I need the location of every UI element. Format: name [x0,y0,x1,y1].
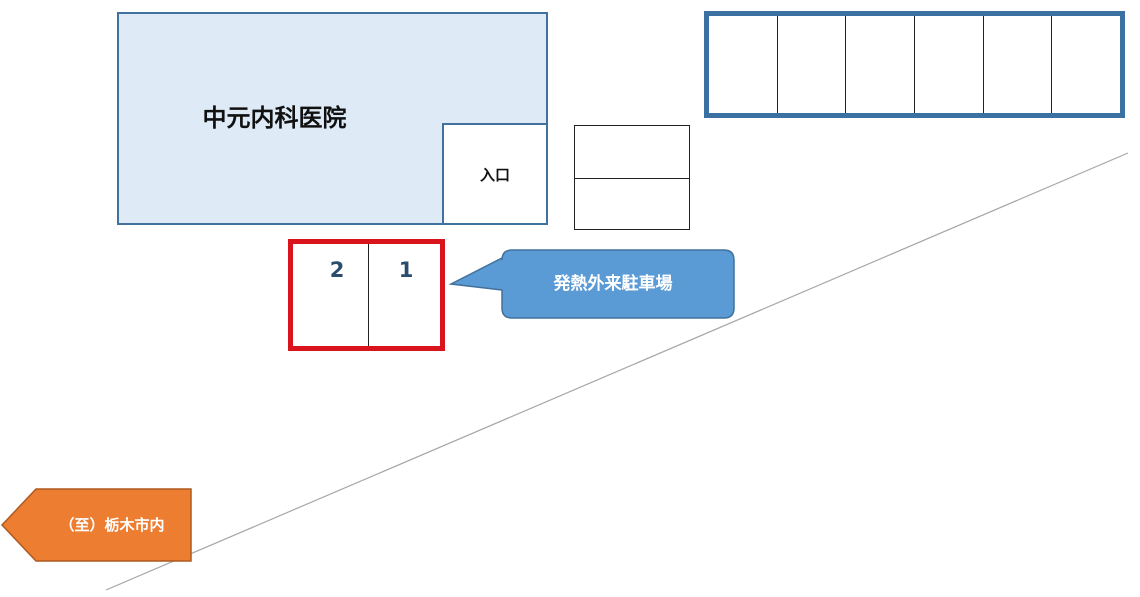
stall-number-1: 1 [398,258,414,282]
parking-stall [984,16,1053,113]
entrance-label: 入口 [479,165,510,184]
parking-stall [1052,16,1120,113]
small-parking-box [574,125,690,230]
parking-row [704,11,1125,118]
parking-stall [778,16,847,113]
parking-stall [709,16,778,113]
callout-bubble [448,249,735,319]
fever-lot-divider [368,244,369,346]
fever-parking-lot: 2 1 [288,239,445,351]
parking-stall [915,16,984,113]
clinic-entrance: 入口 [442,123,548,225]
direction-sign [0,488,192,562]
parking-stall [846,16,916,113]
stall-number-2: 2 [329,258,345,282]
small-box-divider [575,178,689,179]
direction-label: （至）栃木市内 [59,516,165,534]
fever-parking-label: 発熱外来駐車場 [553,274,673,294]
clinic-name: 中元内科医院 [202,104,347,132]
